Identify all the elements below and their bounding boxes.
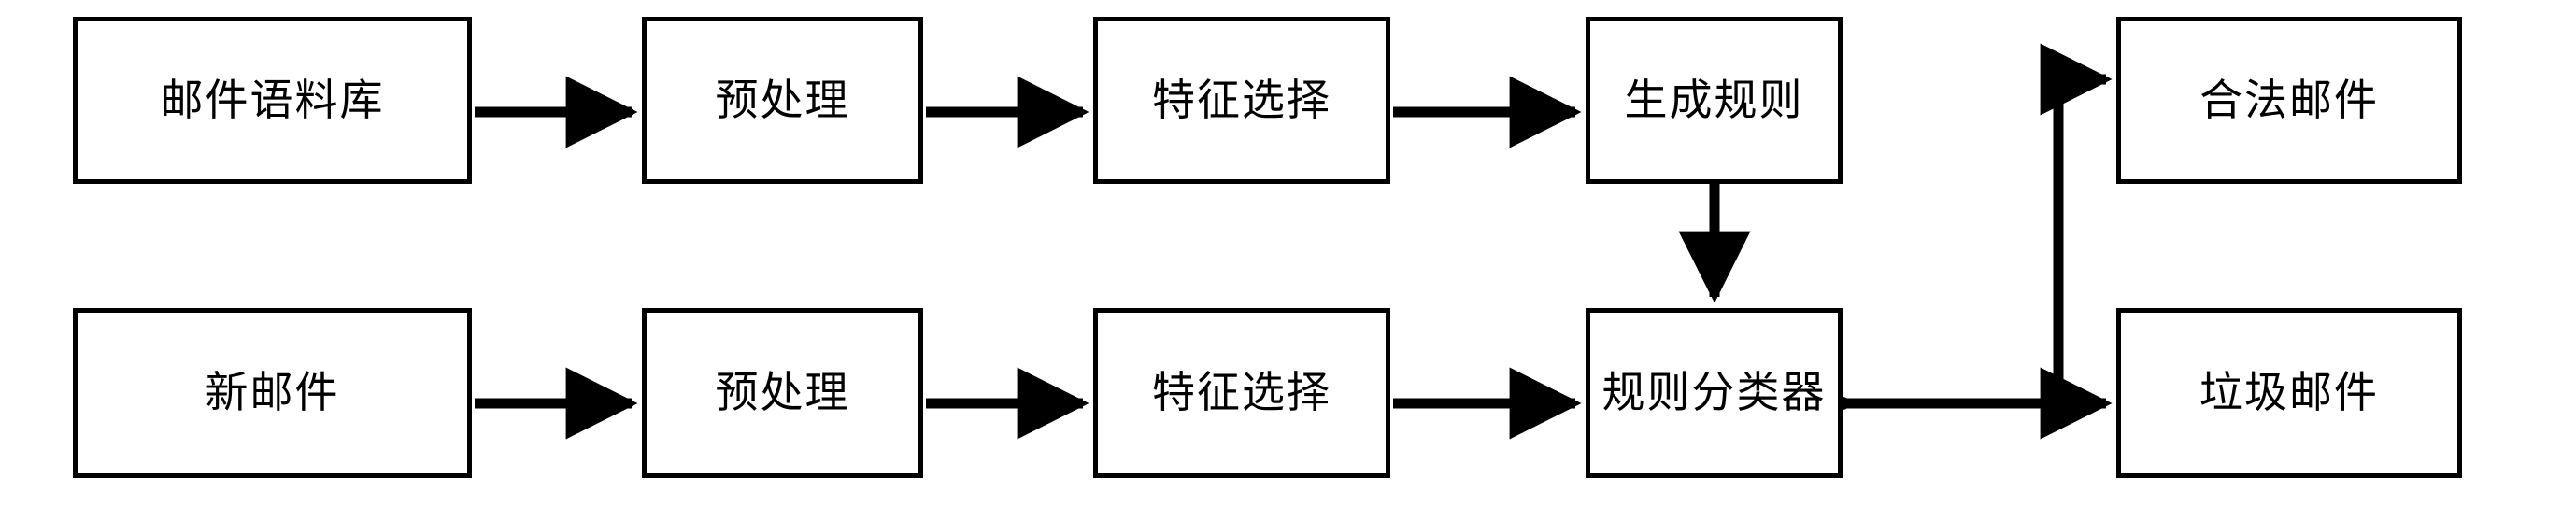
node-preprocess-test[interactable]: 预处理 (642, 308, 923, 478)
node-new-mail-label: 新邮件 (205, 369, 340, 416)
node-preprocess-train-label: 预处理 (715, 76, 850, 124)
node-legitimate-mail-label: 合法邮件 (2199, 76, 2379, 124)
node-corpus-label: 邮件语料库 (160, 76, 385, 124)
node-new-mail[interactable]: 新邮件 (73, 308, 472, 478)
node-generate-rules[interactable]: 生成规则 (1586, 17, 1843, 184)
edge-classifier-to-legitimate-mail (1836, 43, 2113, 410)
node-spam-mail-label: 垃圾邮件 (2199, 369, 2379, 416)
node-feature-select-train[interactable]: 特征选择 (1093, 17, 1390, 184)
node-generate-rules-label: 生成规则 (1624, 76, 1804, 124)
node-feature-select-test[interactable]: 特征选择 (1093, 308, 1390, 478)
node-corpus[interactable]: 邮件语料库 (73, 17, 472, 184)
node-rule-classifier[interactable]: 规则分类器 (1586, 308, 1843, 478)
node-feature-select-train-label: 特征选择 (1152, 76, 1331, 124)
node-spam-mail[interactable]: 垃圾邮件 (2116, 308, 2462, 478)
node-preprocess-test-label: 预处理 (715, 369, 850, 416)
node-feature-select-test-label: 特征选择 (1152, 369, 1331, 416)
node-legitimate-mail[interactable]: 合法邮件 (2116, 17, 2462, 184)
node-preprocess-train[interactable]: 预处理 (642, 17, 923, 184)
node-rule-classifier-label: 规则分类器 (1601, 369, 1827, 416)
